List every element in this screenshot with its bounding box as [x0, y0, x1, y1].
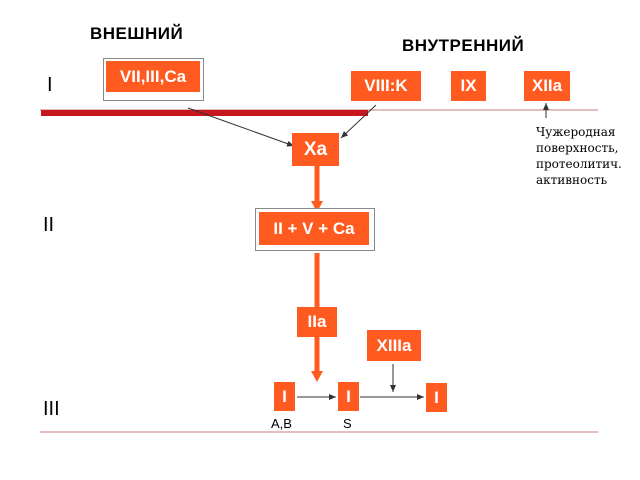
box-ii-v-ca: II + V + Ca [259, 212, 369, 245]
phase-label-2: II [43, 214, 55, 236]
label-s: S [343, 416, 352, 431]
box-i-soluble: I [338, 382, 359, 411]
box-i-insoluble: I [426, 383, 447, 412]
arrow-vii-to-xa [187, 107, 295, 147]
note-line-3: протеолитич. [536, 157, 622, 171]
heading-external: ВНЕШНИЙ [90, 24, 184, 43]
arrow-viii-to-xa [340, 104, 377, 139]
phase-label-1: I [47, 74, 53, 96]
box-vii-iii-ca: VII,III,Ca [106, 61, 200, 92]
box-iia: IIa [297, 307, 337, 337]
box-xiiia: XIIIa [367, 330, 421, 361]
box-xa: Xa [292, 133, 339, 166]
thick-arrow-xa-to-ii-head [311, 201, 323, 212]
thick-arrow-ii-to-i-head [311, 371, 323, 382]
note-line-1: Чужеродная [536, 125, 616, 139]
box-viii-k: VIII:K [351, 71, 421, 101]
heading-internal: ВНУТРЕННИЙ [402, 36, 525, 55]
note-line-4: активность [536, 173, 608, 187]
phase-1-red-bar [41, 110, 368, 116]
box-xiia: XIIa [524, 71, 570, 101]
box-ix: IX [451, 71, 486, 101]
label-ab: A,B [271, 416, 292, 431]
box-i-fibrinogen: I [274, 382, 295, 411]
phase-label-3: III [43, 398, 60, 420]
note-line-2: поверхность, [536, 141, 619, 155]
note-foreign-surface: Чужеродная поверхность, протеолитич. акт… [536, 124, 622, 188]
